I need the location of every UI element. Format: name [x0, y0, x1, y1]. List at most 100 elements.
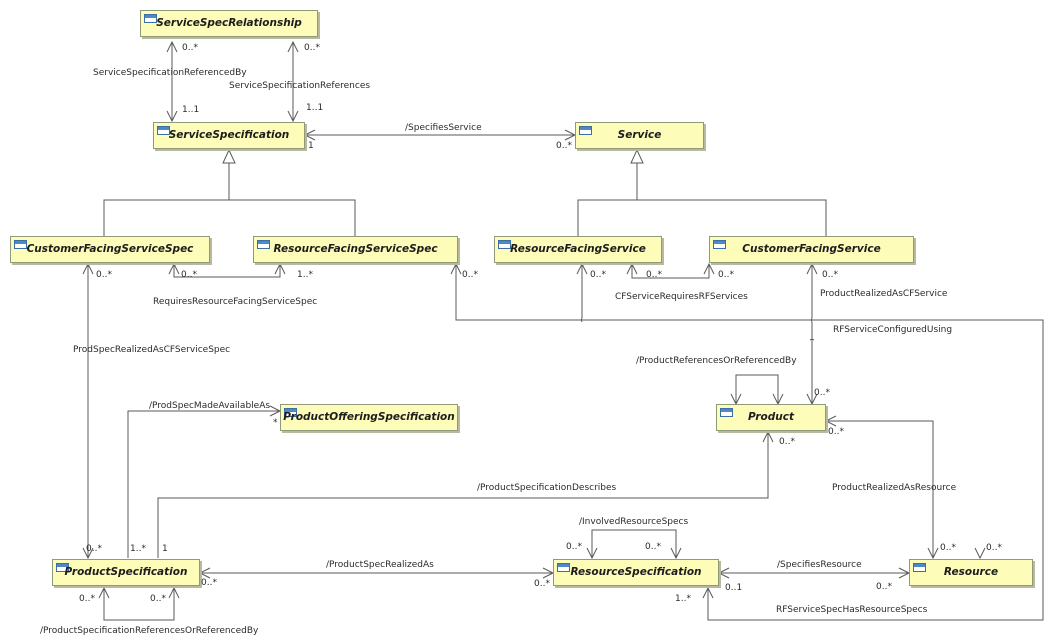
multiplicity: 0..* [986, 543, 1002, 553]
edge-prodspec-self [103, 588, 175, 621]
arrowhead [974, 547, 986, 560]
arrowhead [717, 567, 730, 579]
edge-requires-rfss [173, 264, 281, 278]
multiplicity: 0..* [718, 270, 734, 280]
class-resource[interactable]: Resource [909, 559, 1033, 586]
multiplicity: 1 [162, 544, 168, 554]
label-rf-service-configured-using: RFServiceConfiguredUsing [833, 325, 953, 335]
multiplicity: 0..* [822, 270, 838, 280]
multiplicity: 1 [308, 141, 314, 151]
class-icon [257, 240, 270, 249]
class-name: ResourceFacingServiceSpec [273, 243, 438, 255]
arrowhead [927, 547, 939, 560]
label-specifies-service: /SpecifiesService [405, 123, 482, 133]
multiplicity: 0..* [646, 270, 662, 280]
class-name: ServiceSpecification [168, 129, 290, 141]
multiplicity: 0..* [534, 579, 550, 589]
class-name: Product [748, 411, 794, 423]
arrowhead [450, 262, 462, 275]
multiplicity: 1..* [675, 594, 691, 604]
arrowhead [303, 129, 316, 141]
multiplicity: 0..1 [725, 583, 743, 593]
arrowhead [806, 262, 818, 275]
class-resource-facing-service[interactable]: ResourceFacingService [494, 236, 662, 263]
multiplicity: * [273, 418, 278, 428]
class-service-specification[interactable]: ServiceSpecification [153, 122, 305, 149]
inheritance-triangle [222, 148, 236, 164]
arrowhead [287, 40, 299, 53]
arrowhead [198, 567, 211, 579]
multiplicity: 0..* [462, 270, 478, 280]
class-name: ResourceFacingService [510, 243, 646, 255]
class-product-specification[interactable]: ProductSpecification [52, 559, 200, 586]
multiplicity: 0..* [150, 594, 166, 604]
class-product-offering-specification[interactable]: ProductOfferingSpecification [280, 404, 458, 431]
inheritance-triangle [630, 148, 644, 164]
class-icon [284, 408, 297, 417]
class-name: ServiceSpecRelationship [156, 17, 302, 29]
class-name: ProductOfferingSpecification [283, 411, 455, 423]
class-resource-specification[interactable]: ResourceSpecification [553, 559, 719, 586]
arrowhead [576, 262, 588, 275]
multiplicity: 0..* [590, 270, 606, 280]
class-icon [579, 126, 592, 135]
arrowhead [82, 547, 94, 560]
class-name: Service [617, 129, 662, 141]
label-requires-resource-facing-service-spec: RequiresResourceFacingServiceSpec [153, 297, 318, 307]
class-icon [498, 240, 511, 249]
class-resource-facing-service-spec[interactable]: ResourceFacingServiceSpec [253, 236, 458, 263]
arrowhead [168, 586, 180, 599]
multiplicity: 0..* [828, 427, 844, 437]
multiplicity: 0..* [96, 270, 112, 280]
arrowhead [703, 262, 715, 275]
edge-cf-requires-rf [631, 264, 710, 279]
class-icon [713, 240, 726, 249]
arrowhead [586, 547, 598, 560]
edge-resspec-self [591, 529, 677, 558]
multiplicity: 0..* [304, 43, 320, 53]
arrowhead [98, 586, 110, 599]
arrowhead [824, 415, 837, 427]
arrowhead [702, 586, 714, 599]
arrowhead [762, 430, 774, 443]
edge-product-self [735, 374, 779, 404]
multiplicity: 0..* [556, 141, 572, 151]
class-service[interactable]: Service [575, 122, 704, 149]
label-product-realized-as-cf-service: ProductRealizedAsCFService [820, 289, 948, 299]
multiplicity: 0..* [79, 594, 95, 604]
class-icon [557, 563, 570, 572]
label-product-specification-describes: /ProductSpecificationDescribes [477, 483, 617, 493]
multiplicity: 0..* [86, 544, 102, 554]
label-product-realized-as-resource: ProductRealizedAsResource [832, 483, 957, 493]
arrowhead [166, 110, 178, 123]
multiplicity: 0..* [940, 543, 956, 553]
generalization-tree-service-spec [103, 199, 356, 236]
class-icon [144, 14, 157, 23]
label-service-specification-references: ServiceSpecificationReferences [229, 81, 371, 91]
label-product-spec-realized-as: /ProductSpecRealizedAs [326, 560, 434, 570]
arrowhead [670, 547, 682, 560]
multiplicity: 0..* [181, 270, 197, 280]
class-icon [157, 126, 170, 135]
multiplicity: 0..* [779, 437, 795, 447]
class-icon [14, 240, 27, 249]
multiplicity: 0..* [814, 388, 830, 398]
class-customer-facing-service[interactable]: CustomerFacingService [709, 236, 914, 263]
multiplicity: 1..* [297, 270, 313, 280]
label-prod-spec-realized-as-cf-service-spec: ProdSpecRealizedAsCFServiceSpec [73, 345, 231, 355]
class-service-spec-relationship[interactable]: ServiceSpecRelationship [140, 10, 318, 37]
arrowhead [626, 262, 638, 275]
label-product-specification-references-or-referenced-by: /ProductSpecificationReferencesOrReferen… [40, 626, 259, 636]
class-icon [913, 563, 926, 572]
class-customer-facing-service-spec[interactable]: CustomerFacingServiceSpec [10, 236, 210, 263]
label-service-specification-referenced-by: ServiceSpecificationReferencedBy [93, 68, 247, 78]
class-product[interactable]: Product [716, 404, 826, 431]
class-name: CustomerFacingService [742, 243, 881, 255]
edge-prodspec-available [127, 410, 280, 558]
multiplicity: 0..* [182, 43, 198, 53]
label-specifies-resource: /SpecifiesResource [777, 560, 862, 570]
multiplicity: 1..1 [306, 103, 324, 113]
arrowhead [168, 262, 180, 275]
